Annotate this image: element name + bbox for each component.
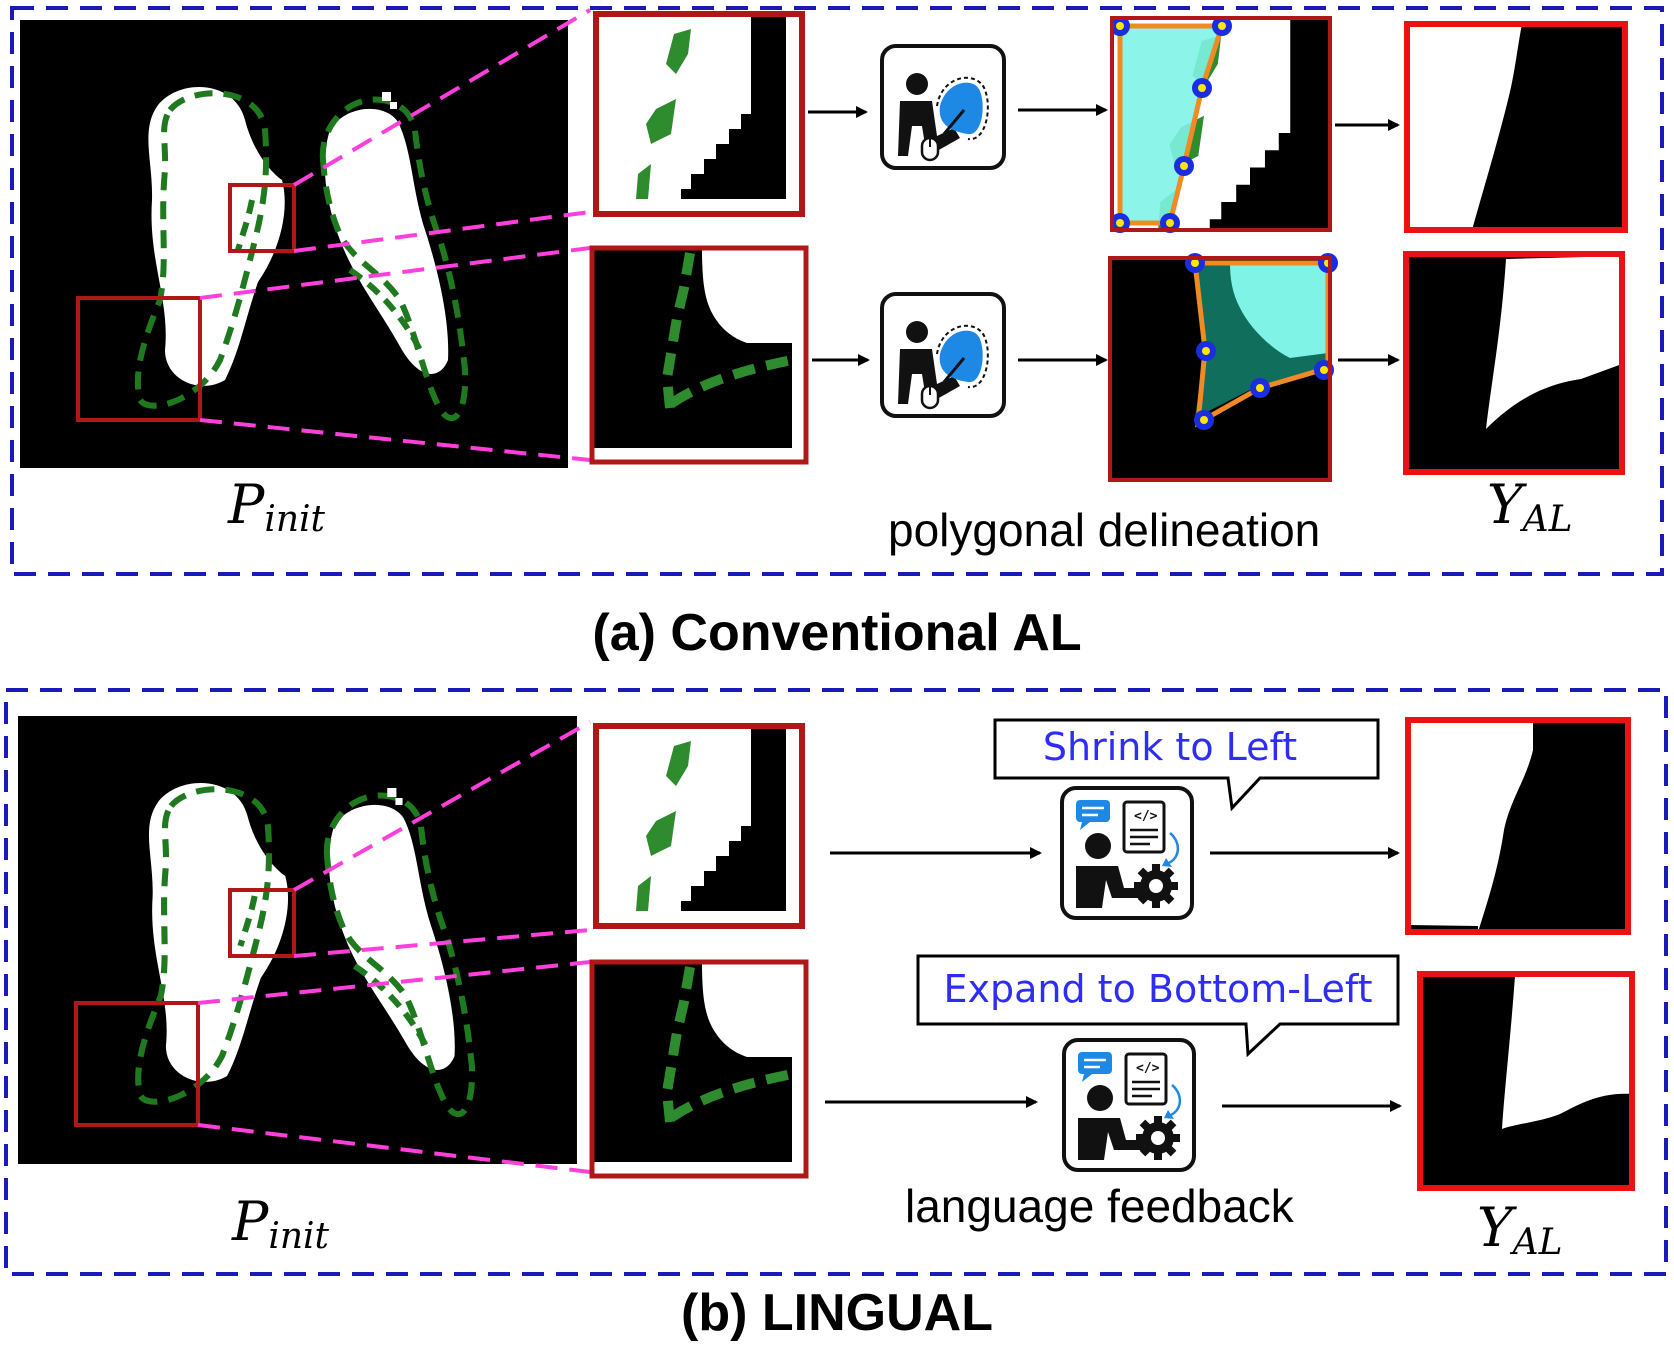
panel-a-output-top bbox=[1404, 21, 1628, 233]
panel-b-input-label: Pinit bbox=[231, 1190, 330, 1257]
person-code-chat-icon bbox=[1062, 1038, 1196, 1172]
panel-a-crop-bottom bbox=[592, 248, 809, 465]
panel-a-crop-top bbox=[593, 11, 805, 217]
panel-b-crop-bottom bbox=[592, 962, 809, 1179]
person-drawing-icon bbox=[880, 44, 1006, 170]
panel-a-caption: (a) Conventional AL bbox=[592, 604, 1081, 662]
panel-a-method-label: polygonal delineation bbox=[888, 504, 1320, 556]
panel-a-crop-box-top bbox=[228, 183, 296, 253]
panel-b-lung-image bbox=[18, 716, 577, 1164]
panel-a-output-bottom bbox=[1403, 251, 1625, 475]
panel-b-border bbox=[4, 688, 1668, 1276]
feedback-text-bottom: Expand to Bottom-Left bbox=[943, 967, 1372, 1011]
panel-a-polygon-bottom bbox=[1108, 253, 1338, 482]
panel-b-method-label: language feedback bbox=[905, 1180, 1295, 1232]
panel-b-crop-box-top bbox=[228, 888, 296, 958]
panel-b-crop-top bbox=[593, 723, 805, 929]
panel-a-input-label: Pinit bbox=[227, 473, 326, 540]
panel-a-border bbox=[10, 6, 1664, 576]
panel-b-zoom-lines bbox=[197, 720, 591, 1174]
panel-b-output-top bbox=[1405, 717, 1631, 935]
panel-b-output-bottom bbox=[1417, 971, 1635, 1191]
panel-b-caption: (b) LINGUAL bbox=[681, 1284, 993, 1342]
panel-a-zoom-lines bbox=[199, 8, 592, 462]
panel-a-crop-box-bottom bbox=[76, 296, 202, 422]
speech-bubble-bottom bbox=[916, 954, 1400, 1058]
person-code-chat-icon bbox=[1060, 786, 1194, 920]
panel-a-polygon-top bbox=[1110, 16, 1332, 233]
panel-b-output-label: YAL bbox=[1477, 1196, 1563, 1263]
panel-a-output-label: YAL bbox=[1487, 473, 1573, 540]
person-drawing-icon bbox=[880, 292, 1006, 418]
panel-b-crop-box-bottom bbox=[74, 1001, 200, 1127]
feedback-text-top: Shrink to Left bbox=[1043, 725, 1297, 769]
speech-bubble-top bbox=[993, 718, 1380, 812]
